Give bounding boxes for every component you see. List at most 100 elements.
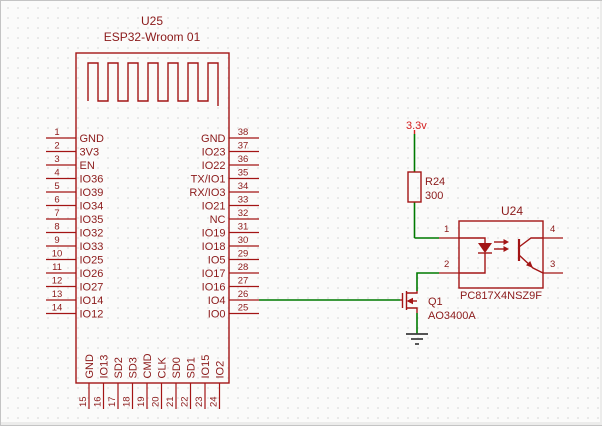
pin-name: EN <box>80 160 95 172</box>
pin-number: 14 <box>52 303 63 314</box>
resistor-body[interactable] <box>407 171 422 203</box>
resistor-value-label[interactable]: 300 <box>425 190 444 202</box>
esp32-body[interactable] <box>75 52 230 384</box>
pin-number: 9 <box>54 235 59 246</box>
pin-number: 34 <box>238 181 249 192</box>
pin-name: SD1 <box>185 357 197 378</box>
pin-number: 26 <box>238 289 249 300</box>
ground-icon[interactable] <box>406 333 428 345</box>
pin-name: IO23 <box>202 146 226 158</box>
pin-number: 1 <box>54 127 59 138</box>
pin-name: IO25 <box>80 254 104 266</box>
led-icon <box>478 243 492 253</box>
pin-name: IO4 <box>208 295 226 307</box>
pin-number: 33 <box>238 195 249 206</box>
pin-number: 8 <box>54 222 59 233</box>
net-label-3v3[interactable]: 3.3v <box>406 120 427 132</box>
u24-pin4-number: 4 <box>550 224 556 235</box>
light-arrow-2-head <box>503 246 509 252</box>
pin-name: CMD <box>142 353 154 378</box>
resistor-symbol[interactable] <box>407 171 422 203</box>
optocoupler-body[interactable] <box>458 220 544 289</box>
pin-number: 24 <box>208 396 219 407</box>
pin-number: 29 <box>238 249 249 260</box>
pin-number: 30 <box>238 235 249 246</box>
pin-number: 5 <box>54 181 59 192</box>
pin-number: 6 <box>54 195 59 206</box>
pin-name: SD2 <box>113 357 125 378</box>
bulk-arrow-head <box>406 297 413 305</box>
pin-name: IO34 <box>80 200 104 212</box>
pin-number: 38 <box>238 127 249 138</box>
pin-number: 28 <box>238 262 249 273</box>
pin-name: IO21 <box>202 200 226 212</box>
optocoupler-symbol[interactable] <box>439 220 563 289</box>
esp32-antenna-icon <box>87 62 219 106</box>
pin-name: IO5 <box>208 254 226 266</box>
drain-lead <box>406 291 418 294</box>
pin-name: GND <box>80 133 105 145</box>
pin-number: 27 <box>238 276 249 287</box>
wire-u24-pin2-to-drain[interactable] <box>416 272 439 291</box>
pin-name: IO36 <box>80 173 104 185</box>
pin-number: 22 <box>179 396 190 407</box>
pin-number: 2 <box>54 141 59 152</box>
pin-name: IO39 <box>80 187 104 199</box>
pin-number: 20 <box>150 396 161 407</box>
pin-number: 16 <box>92 396 103 407</box>
mosfet-part-label[interactable]: AO3400A <box>428 310 476 322</box>
pin-name: IO18 <box>202 241 226 253</box>
pin-name: TX/IO1 <box>191 173 226 185</box>
esp32-part-label[interactable]: ESP32-Wroom 01 <box>103 30 201 44</box>
pin-number: 32 <box>238 208 249 219</box>
pin-number: 18 <box>121 396 132 407</box>
pin-number: 13 <box>52 289 63 300</box>
emitter-arrow-head <box>526 261 533 268</box>
phototransistor-collector <box>518 237 543 248</box>
pin-number: 12 <box>52 276 63 287</box>
u24-pin3-number: 3 <box>550 259 556 270</box>
pin-number: 21 <box>165 396 176 407</box>
pin-number: 23 <box>194 396 205 407</box>
esp32-refdes-label[interactable]: U25 <box>140 14 164 28</box>
led-cathode-wire <box>459 253 486 274</box>
pin-name: IO17 <box>202 268 226 280</box>
pin-number: 11 <box>52 262 62 273</box>
pin-name: IO19 <box>202 227 226 239</box>
pin-number: 7 <box>54 208 59 219</box>
pin-number: 35 <box>238 168 249 179</box>
resistor-refdes-label[interactable]: R24 <box>425 176 446 188</box>
optocoupler-part-label[interactable]: PC817X4NSZ9F <box>460 290 542 302</box>
pin-number: 4 <box>54 168 59 179</box>
pin-name: SD3 <box>127 357 139 378</box>
pin-number: 19 <box>136 396 147 407</box>
pin-number: 37 <box>238 141 249 152</box>
pin-name: NC <box>210 214 226 226</box>
pin-number: 3 <box>54 154 59 165</box>
pin-name: 3V3 <box>80 146 100 158</box>
pin-number: 15 <box>78 396 89 407</box>
pin-number: 25 <box>238 303 249 314</box>
pin-name: IO33 <box>80 241 104 253</box>
pin-name: CLK <box>156 356 168 378</box>
pin-name: IO15 <box>200 355 212 379</box>
pin-name: IO2 <box>214 361 226 379</box>
pin-name: GND <box>84 354 96 379</box>
pin-name: RX/IO3 <box>189 187 225 199</box>
mosfet-refdes-label[interactable]: Q1 <box>428 296 443 308</box>
pin-name: IO12 <box>80 308 104 320</box>
u24-pin2-number: 2 <box>444 259 450 270</box>
pin-name: IO35 <box>80 214 104 226</box>
optocoupler-refdes-label[interactable]: U24 <box>501 204 524 218</box>
pin-number: 36 <box>238 154 249 165</box>
pin-name: IO26 <box>80 268 104 280</box>
pin-name: IO22 <box>202 160 226 172</box>
mosfet-symbol[interactable] <box>400 291 418 313</box>
pin-number: 17 <box>107 396 118 407</box>
u24-pin1-number: 1 <box>444 224 450 235</box>
pin-name: IO13 <box>98 355 110 379</box>
esp32-module-symbol[interactable] <box>75 52 230 384</box>
